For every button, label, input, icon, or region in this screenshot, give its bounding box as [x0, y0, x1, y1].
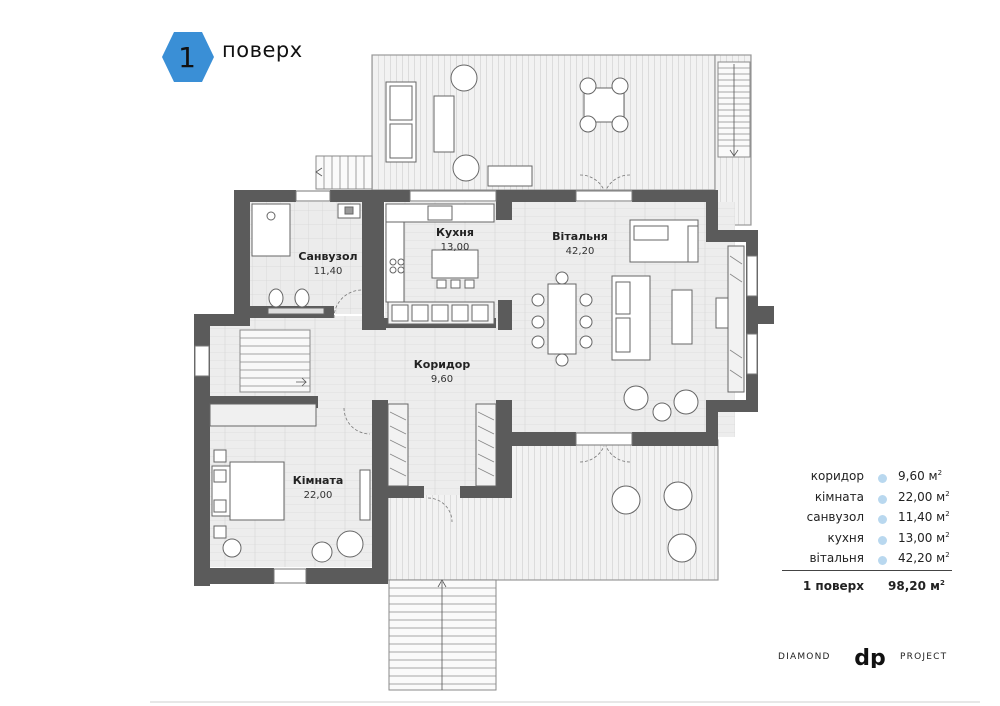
brand-logo-text: dp	[854, 646, 886, 668]
bathroom-fixtures	[251, 203, 361, 315]
legend-dot-icon	[878, 494, 887, 504]
room-name-kimnata: Кімната	[293, 474, 344, 487]
legend-value: 22,00 м2	[898, 489, 950, 504]
legend-name: кухня	[827, 530, 864, 545]
legend-name: санвузол	[806, 510, 864, 524]
legend-divider	[782, 570, 952, 571]
floor-title: поверх	[222, 38, 303, 62]
floor-number: 1	[178, 41, 196, 74]
room-area-kukhnia: 13,00	[441, 242, 470, 253]
legend-name: вітальня	[809, 551, 864, 565]
brand-name-left: DIAMOND	[778, 652, 831, 662]
legend-total-value: 98,20 м2	[888, 579, 945, 593]
windows	[194, 190, 758, 584]
room-area-kimnata: 22,00	[304, 490, 333, 501]
room-area-korydor: 9,60	[431, 374, 453, 385]
dp-logo-icon: dp	[854, 646, 886, 668]
legend-value: 13,00 м2	[898, 530, 950, 545]
room-labels: Санвузол 11,40 Кухня 13,00 Вітальня 42,2…	[293, 226, 608, 501]
legend-total-name: 1 поверх	[802, 579, 864, 593]
area-legend: коридор 9,60 м2 кімната 22,00 м2 санвузо…	[782, 466, 952, 593]
floor-number-badge: 1	[162, 32, 214, 82]
legend-row-vitalnia: вітальня 42,20 м2	[782, 548, 952, 569]
legend-dot-icon	[878, 474, 887, 483]
legend-dot-icon	[878, 515, 887, 524]
legend-row-kimnata: кімната 22,00 м2	[782, 487, 952, 508]
legend-name: кімната	[814, 489, 864, 504]
legend-name: коридор	[810, 469, 864, 483]
room-area-sanvuzol: 11,40	[314, 266, 343, 277]
room-name-kukhnia: Кухня	[436, 226, 474, 239]
legend-dot-icon	[878, 535, 887, 545]
room-name-sanvuzol: Санвузол	[298, 250, 357, 263]
brand-logo: DIAMOND dp PROJECT	[778, 646, 958, 670]
wardrobes	[387, 245, 745, 487]
interior-staircase	[239, 329, 311, 393]
legend-row-korydor: коридор 9,60 м2	[782, 466, 952, 487]
legend-value: 42,20 м2	[898, 551, 950, 565]
legend-value: 9,60 м2	[898, 469, 943, 483]
room-name-vitalnia: Вітальня	[552, 230, 608, 243]
kitchen-fixtures	[385, 203, 495, 325]
brand-name-right: PROJECT	[900, 652, 948, 662]
living-furniture	[531, 219, 731, 422]
badge-hexagon	[162, 32, 214, 82]
legend-total: 1 поверх 98,20 м2	[782, 576, 952, 596]
legend-row-kukhnia: кухня 13,00 м2	[782, 528, 952, 549]
terrace-stairs-right	[717, 61, 751, 158]
legend-dot-icon	[878, 556, 887, 565]
bedroom-furniture	[209, 403, 371, 563]
side-stairs-left	[315, 155, 373, 190]
room-name-korydor: Коридор	[414, 358, 471, 371]
entrance-stairs	[388, 579, 497, 691]
legend-row-sanvuzol: санвузол 11,40 м2	[782, 507, 952, 528]
legend-value: 11,40 м2	[898, 510, 950, 524]
terrace-furniture	[385, 64, 697, 563]
room-area-vitalnia: 42,20	[566, 246, 595, 257]
door-swings	[333, 174, 631, 523]
